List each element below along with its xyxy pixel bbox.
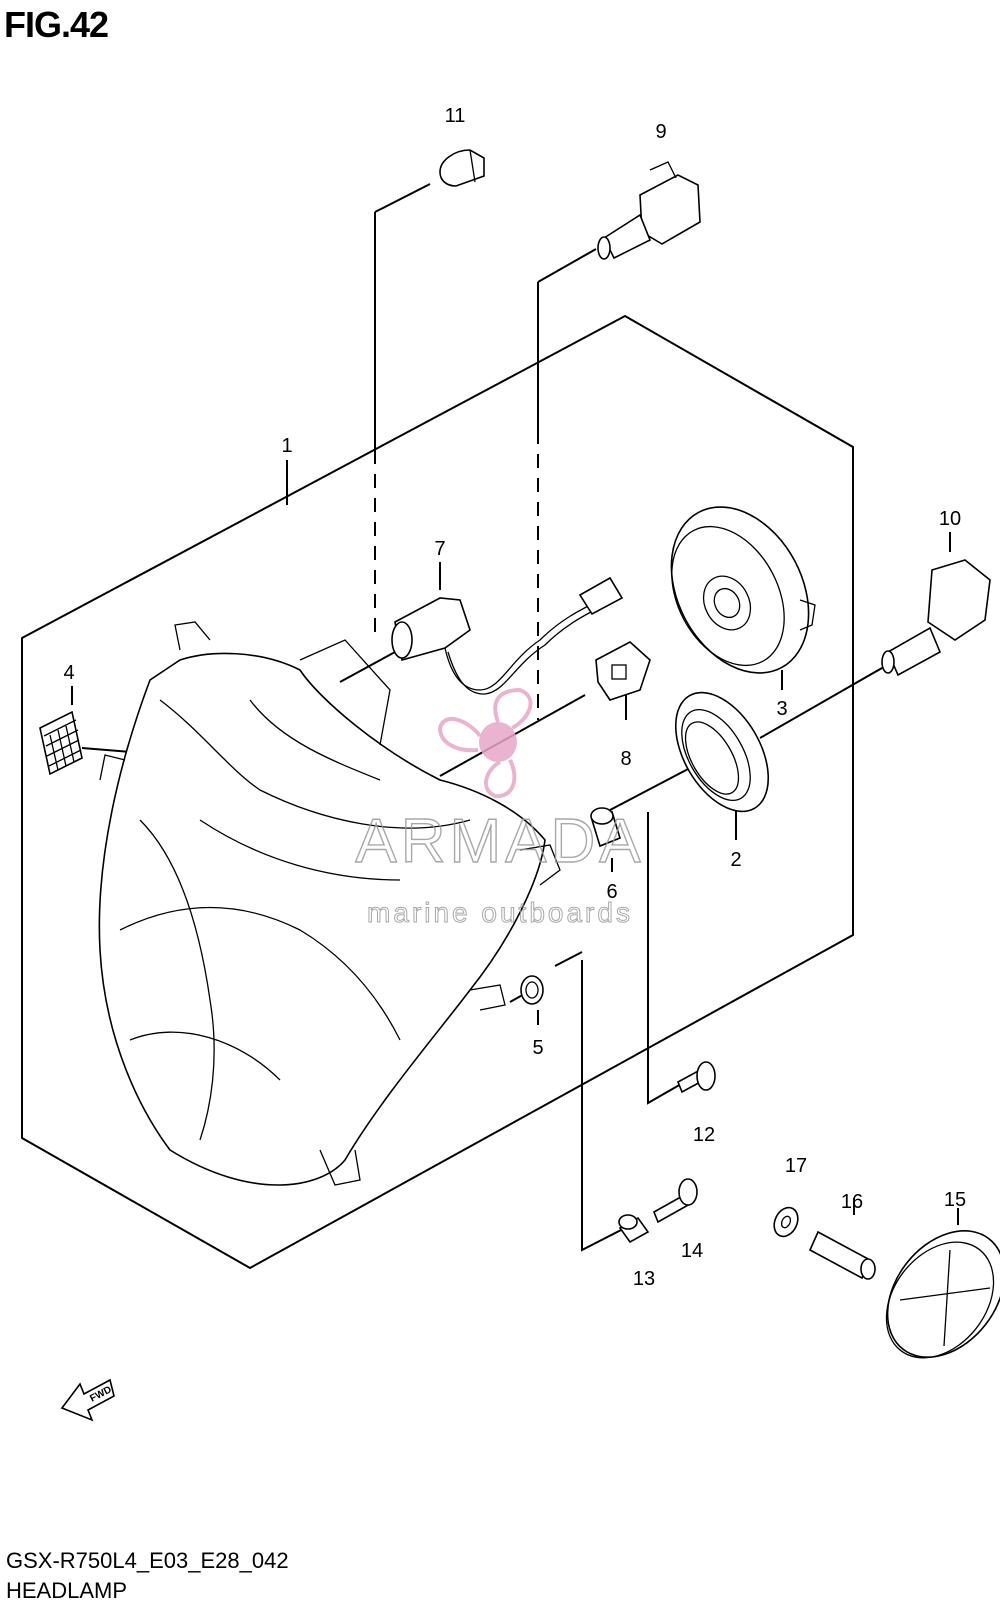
callout-5: 5 xyxy=(532,1037,543,1059)
washer-17 xyxy=(773,1206,799,1238)
position-socket xyxy=(595,641,651,701)
diagram-name: HEADLAMP xyxy=(6,1578,128,1603)
callout-7: 7 xyxy=(434,538,445,560)
callout-4: 4 xyxy=(63,662,74,684)
bulb-11 xyxy=(439,149,485,187)
grommet-6 xyxy=(590,807,621,848)
callout-1: 1 xyxy=(281,435,292,457)
bolt-13 xyxy=(618,1214,650,1244)
grommet-5 xyxy=(520,975,544,1005)
callout-3: 3 xyxy=(776,698,787,720)
callout-17: 17 xyxy=(785,1155,807,1177)
figure-title: FIG.42 xyxy=(4,4,109,45)
headlamp-housing xyxy=(98,621,561,1186)
callout-numbers: 1 2 3 4 5 6 7 8 9 10 11 12 13 14 15 16 1… xyxy=(63,105,966,1290)
lens-cap xyxy=(885,1230,1000,1359)
callout-10: 10 xyxy=(939,508,961,530)
callout-6: 6 xyxy=(606,881,617,903)
watermark-logo-icon xyxy=(437,687,533,799)
reflector-pad xyxy=(39,710,83,776)
screw-12 xyxy=(676,1061,716,1094)
screw-14 xyxy=(652,1178,698,1224)
callout-12: 12 xyxy=(693,1124,715,1146)
callout-14: 14 xyxy=(681,1240,703,1262)
callout-11: 11 xyxy=(445,105,466,127)
spacer-16 xyxy=(808,1230,876,1280)
callout-9: 9 xyxy=(655,121,666,143)
bulb-9 xyxy=(597,161,701,260)
fwd-arrow: FWD xyxy=(60,1378,115,1422)
socket-harness xyxy=(391,576,624,695)
watermark-tagline: marine outboards xyxy=(367,897,633,928)
watermark: ARMADA marine outboards xyxy=(355,687,644,929)
diagram-code: GSX-R750L4_E03_E28_042 xyxy=(6,1548,289,1573)
watermark-brand: ARMADA xyxy=(355,807,644,876)
callout-2: 2 xyxy=(730,849,741,871)
bulb-10 xyxy=(881,559,991,677)
callout-16: 16 xyxy=(841,1191,863,1213)
callout-13: 13 xyxy=(633,1268,655,1290)
reflector-cover xyxy=(670,506,816,674)
seal-ring xyxy=(674,691,770,813)
callout-15: 15 xyxy=(944,1189,966,1211)
callout-8: 8 xyxy=(620,748,631,770)
assembly-frame xyxy=(21,314,854,1270)
